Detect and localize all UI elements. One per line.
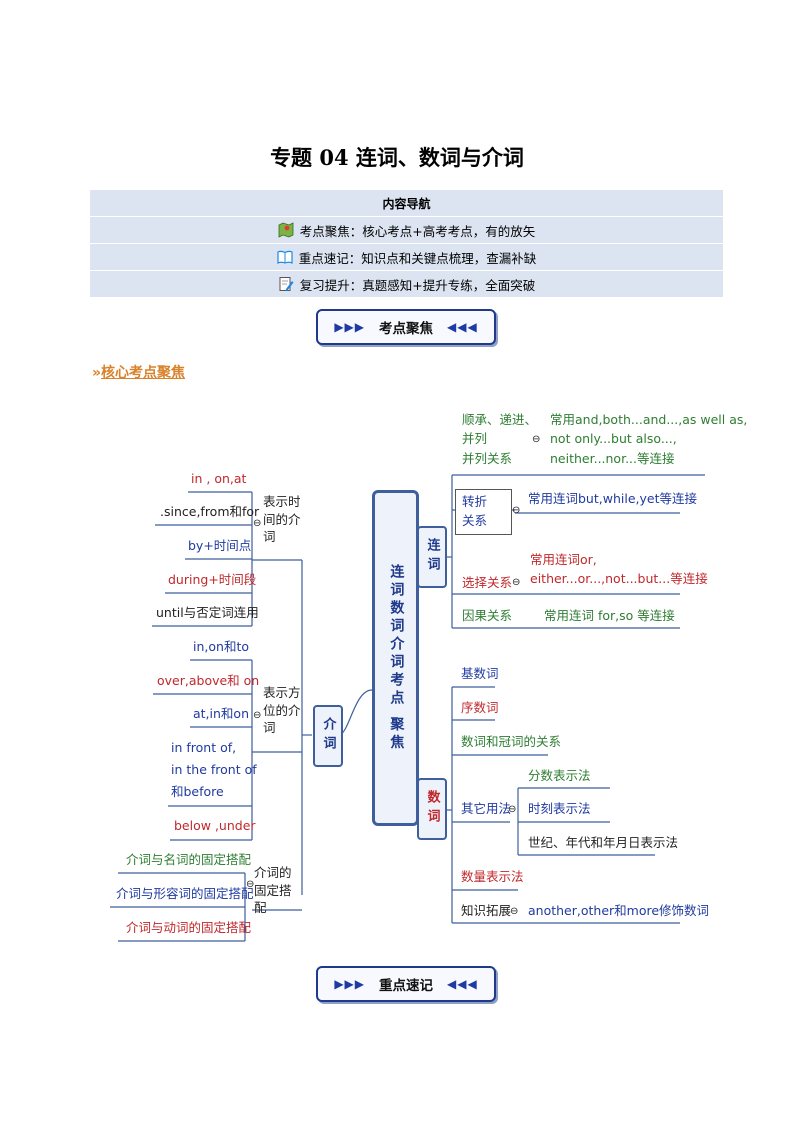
collapse-icon[interactable]: ⊖ <box>253 710 262 721</box>
collapse-icon[interactable]: ⊖ <box>512 505 521 516</box>
arrows-left-icon: ◀◀◀ <box>447 977 478 991</box>
nav-heading: 内容导航 <box>90 190 723 216</box>
num-quantity: 数量表示法 <box>461 869 524 884</box>
prep-fixed-item: 介词与形容词的固定搭配 <box>116 886 254 901</box>
prep-time-label: 表示时间的介词 <box>263 494 301 544</box>
prep-time-item: .since,from和for <box>160 504 260 519</box>
branch-conj[interactable]: 连词 <box>417 526 447 588</box>
prep-place-item: over,above和 on <box>157 673 260 688</box>
banner-label: 重点速记 <box>379 978 433 994</box>
prep-fixed-label: 介词的固定搭配 <box>254 865 292 915</box>
branch-num[interactable]: 数词 <box>417 778 447 840</box>
num-other-label: 其它用法 <box>461 801 512 816</box>
nav-row-label: 重点速记：知识点和关键点梳理，查漏补缺 <box>298 250 537 266</box>
arrows-left-icon: ◀◀◀ <box>447 320 478 334</box>
double-chevron-icon: » <box>92 365 102 381</box>
nav-row-review[interactable]: 复习提升：真题感知+提升专练，全面突破 <box>90 271 723 297</box>
map-icon <box>278 222 294 238</box>
prep-place-item: in,on和to <box>193 639 249 654</box>
conj-rel3-label: 选择关系 <box>462 575 513 590</box>
conj-rel1-desc: 常用and,both...and...,as well as, not only… <box>550 412 748 466</box>
prep-place-item: in the front of <box>171 762 257 777</box>
collapse-icon[interactable]: ⊖ <box>532 434 541 445</box>
num-other-item: 分数表示法 <box>528 768 591 783</box>
edit-icon <box>279 277 294 291</box>
prep-place-item: in front of, <box>171 740 237 755</box>
prep-time-item: during+时间段 <box>168 572 257 587</box>
prep-time-item: in , on,at <box>191 471 247 486</box>
collapse-icon[interactable]: ⊖ <box>512 577 521 588</box>
collapse-icon[interactable]: ⊖ <box>508 804 517 815</box>
num-extend-desc: another,other和more修饰数词 <box>528 903 710 918</box>
prep-place-item: at,in和on <box>193 706 249 721</box>
num-other-item: 时刻表示法 <box>528 801 591 816</box>
conj-rel4-label: 因果关系 <box>462 608 513 623</box>
collapse-icon[interactable]: ⊖ <box>510 906 519 917</box>
num-other-item: 世纪、年代和年月日表示法 <box>528 835 679 850</box>
arrows-right-icon: ▶▶▶ <box>334 977 365 991</box>
mindmap-center-node: 连词数词介词考点 聚焦 <box>372 490 419 826</box>
num-item: 基数词 <box>461 666 499 681</box>
banner-notes: ▶▶▶ 重点速记 ◀◀◀ <box>316 966 496 1002</box>
prep-time-item: by+时间点 <box>188 538 252 553</box>
nav-row-label: 复习提升：真题感知+提升专练，全面突破 <box>299 277 536 293</box>
banner-focus: ▶▶▶ 考点聚焦 ◀◀◀ <box>316 309 496 345</box>
prep-fixed-item: 介词与动词的固定搭配 <box>126 920 252 935</box>
arrows-right-icon: ▶▶▶ <box>334 320 365 334</box>
conj-rel2-desc: 常用连词but,while,yet等连接 <box>528 491 697 506</box>
num-extend-label: 知识拓展 <box>461 903 512 918</box>
content-navigation: 内容导航 考点聚焦：核心考点+高考考点，有的放矢 重点速记：知识点和关键点梳理，… <box>90 190 723 298</box>
conj-rel3-desc: 常用连词or, either...or...,not...but...等连接 <box>530 552 708 587</box>
nav-row-label: 考点聚焦：核心考点+高考考点，有的放矢 <box>299 223 536 239</box>
section-heading-label: 核心考点聚焦 <box>101 365 186 381</box>
collapse-icon[interactable]: ⊖ <box>246 879 255 890</box>
prep-place-item: below ,under <box>174 818 256 833</box>
prep-place-item: 和before <box>171 784 224 799</box>
book-icon <box>277 250 293 264</box>
nav-row-notes[interactable]: 重点速记：知识点和关键点梳理，查漏补缺 <box>90 244 723 270</box>
page-title: 专题 04 连词、数词与介词 <box>270 145 524 170</box>
prep-fixed-item: 介词与名词的固定搭配 <box>126 852 252 867</box>
section-heading: »核心考点聚焦 <box>92 362 185 382</box>
conj-rel4-desc: 常用连词 for,so 等连接 <box>544 608 675 623</box>
num-item: 数词和冠词的关系 <box>461 734 562 749</box>
conj-rel2-box[interactable]: 转折 关系 <box>455 489 512 535</box>
conj-rel1-label: 顺承、递进、 并列 并列关系 <box>462 412 538 466</box>
prep-place-label: 表示方位的介词 <box>263 685 301 735</box>
num-item: 序数词 <box>461 700 499 715</box>
prep-time-item: until与否定词连用 <box>156 605 259 620</box>
banner-label: 考点聚焦 <box>379 321 433 337</box>
collapse-icon[interactable]: ⊖ <box>253 518 262 529</box>
nav-row-focus[interactable]: 考点聚焦：核心考点+高考考点，有的放矢 <box>90 217 723 243</box>
branch-prep[interactable]: 介词 <box>313 705 343 767</box>
